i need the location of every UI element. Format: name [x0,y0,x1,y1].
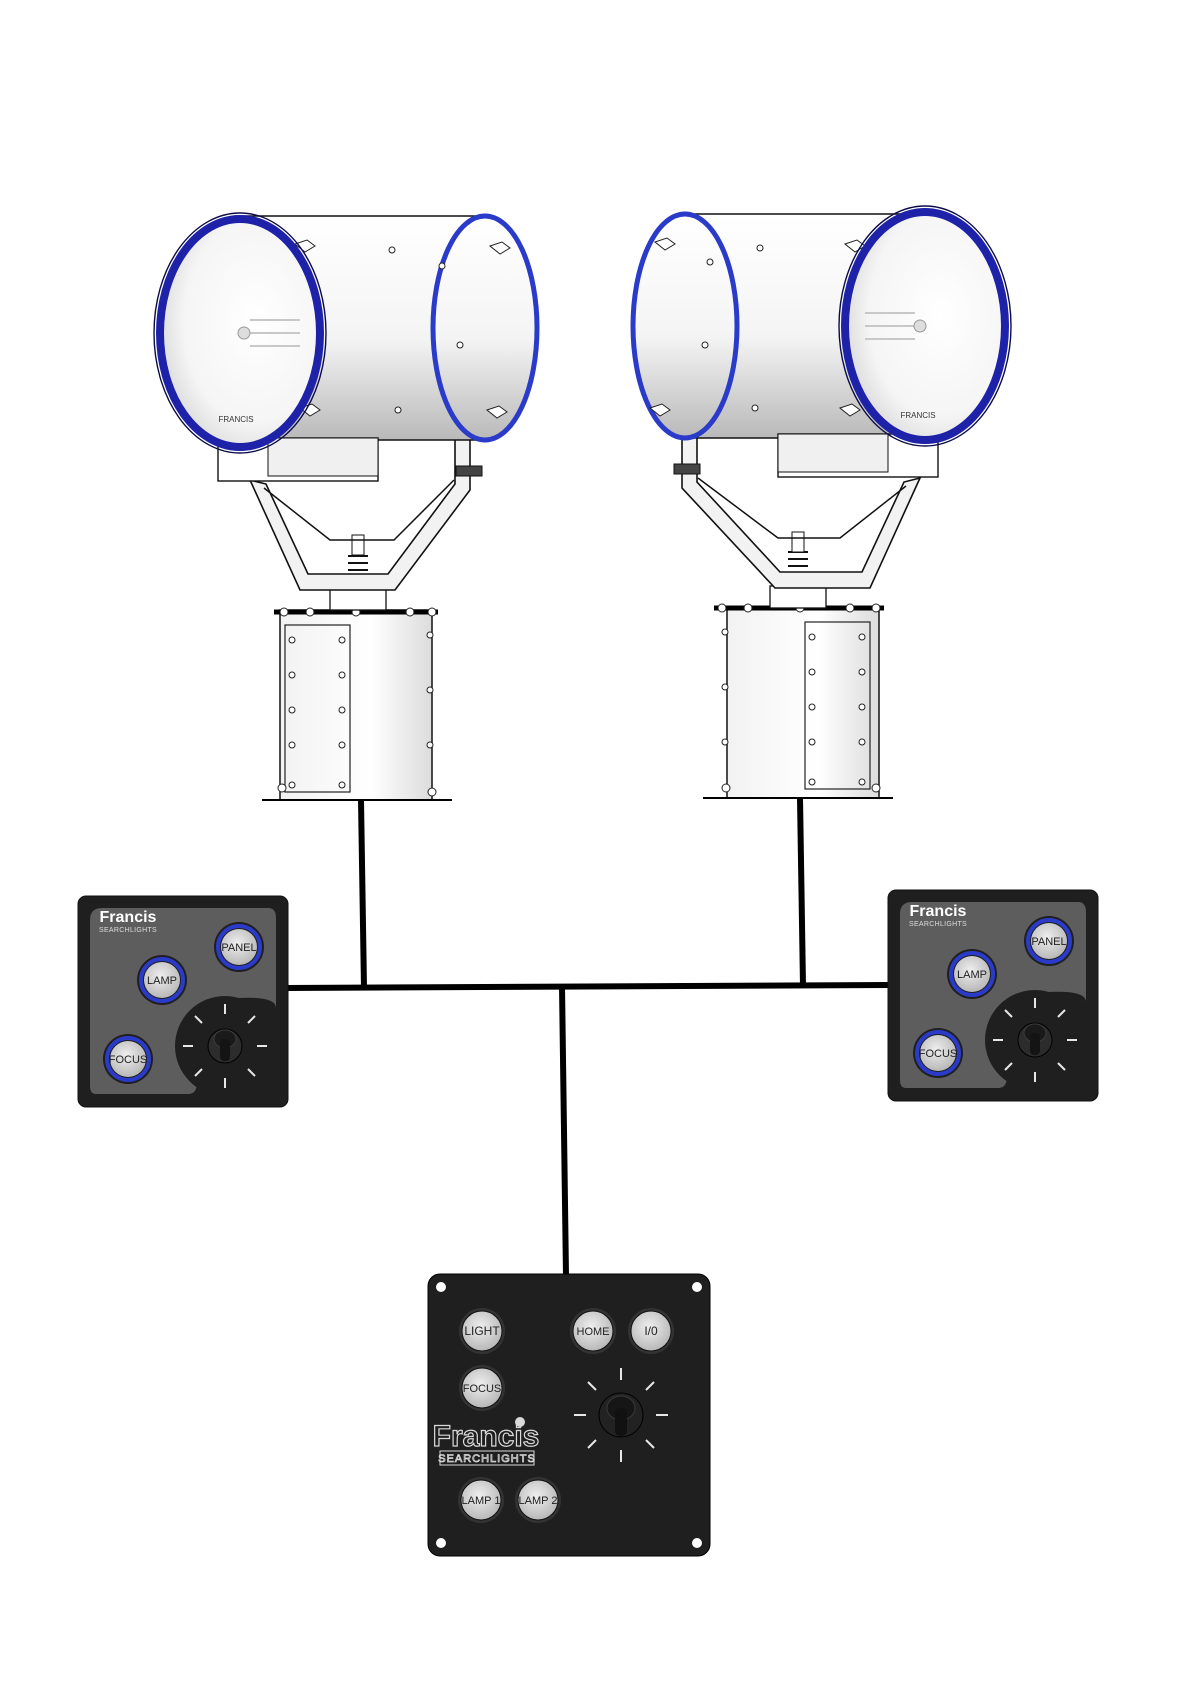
focus-button-label: FOCUS [463,1383,502,1395]
lens-stamp-left: FRANCIS [218,415,253,424]
joystick-icon [1018,1023,1052,1057]
cable-master-drop [562,986,566,1276]
pedestal-right [703,604,893,798]
svg-text:SEARCHLIGHTS: SEARCHLIGHTS [438,1453,536,1465]
joystick-right[interactable] [985,990,1085,1090]
focus-button-label: FOCUS [919,1048,958,1060]
light-button[interactable]: LIGHT [459,1308,505,1354]
lamp2-button[interactable]: LAMP 2 [515,1477,561,1523]
home-button-label: HOME [577,1326,610,1338]
spring-neck-left [330,535,386,610]
joystick-icon [208,1029,242,1063]
brand-sub-right: SEARCHLIGHTS [909,921,967,928]
lens-stamp-right: FRANCIS [900,411,935,420]
panel-button-label: PANEL [221,942,256,954]
joystick-icon [599,1393,643,1437]
focus-button-left[interactable]: FOCUS [103,1034,153,1084]
cable-left-drop [361,800,364,988]
control-panel-left: Francis SEARCHLIGHTS PANEL LAMP FOCUS [78,896,288,1107]
lamp2-button-label: LAMP 2 [519,1495,558,1507]
focus-button-right[interactable]: FOCUS [913,1028,963,1078]
focus-button-master[interactable]: FOCUS [459,1365,505,1411]
home-button[interactable]: HOME [570,1308,616,1354]
master-control-panel: LIGHT HOME I/0 FOCUS Francis SEARCHLIGHT… [428,1274,710,1556]
panel-button-left[interactable]: PANEL [214,922,264,972]
panel-button-label: PANEL [1031,936,1066,948]
cable-right-drop [800,798,803,986]
cable-network [286,798,889,1276]
joystick-left[interactable] [175,996,275,1096]
control-panel-right: Francis SEARCHLIGHTS PANEL LAMP FOCUS [888,890,1098,1101]
lamp1-button[interactable]: LAMP 1 [458,1477,504,1523]
searchlight-right: FRANCIS [633,206,1011,798]
power-button[interactable]: I/0 [628,1308,674,1354]
lamp1-button-label: LAMP 1 [462,1495,501,1507]
power-button-label: I/0 [644,1324,658,1338]
light-button-label: LIGHT [464,1324,500,1338]
lamp-button-left[interactable]: LAMP [137,955,187,1005]
brand-logo-left: Francis [100,909,157,926]
lamp-button-right[interactable]: LAMP [947,949,997,999]
lamp-button-label: LAMP [957,969,987,981]
brand-logo-master: Francis SEARCHLIGHTS [433,1417,540,1465]
panel-button-right[interactable]: PANEL [1024,916,1074,966]
pedestal-left [262,608,452,800]
cable-bus-horizontal [286,985,889,988]
lamp-button-label: LAMP [147,975,177,987]
focus-button-label: FOCUS [109,1054,148,1066]
searchlight-left: FRANCIS [154,213,537,800]
brand-sub-left: SEARCHLIGHTS [99,927,157,934]
brand-logo-right: Francis [910,903,967,920]
